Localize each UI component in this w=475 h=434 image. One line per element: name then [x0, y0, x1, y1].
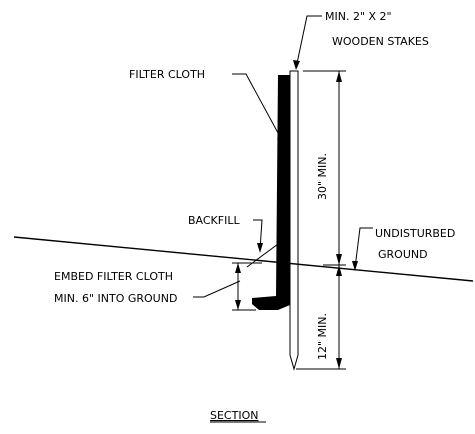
embed-label-line2: MIN. 6" INTO GROUND	[54, 292, 177, 305]
embed-leader	[193, 280, 241, 298]
filter-cloth-leader-arrow	[277, 135, 285, 146]
embed-label-line1: EMBED FILTER CLOTH	[54, 270, 173, 283]
dim-30-arrow-bottom	[336, 254, 342, 265]
filter-cloth-label: FILTER CLOTH	[129, 68, 205, 81]
backfill-leader-arrow	[257, 243, 263, 253]
dim-12-arrow-top	[336, 265, 342, 276]
stake-leader-arrow	[293, 60, 300, 70]
filter-cloth-leader	[232, 73, 285, 145]
stake-leader	[295, 15, 322, 69]
dim-6-arrow-top	[235, 263, 241, 273]
undisturbed-label-line2: GROUND	[378, 248, 428, 261]
backfill-line	[246, 243, 279, 268]
dim-12-arrow-bottom	[336, 358, 342, 369]
backfill-label: BACKFILL	[188, 214, 240, 227]
undisturbed-label-line1: UNDISTURBED	[375, 227, 455, 240]
stake-label-line2: WOODEN STAKES	[332, 35, 429, 48]
ground-line	[13, 236, 474, 282]
wooden-stake	[289, 70, 299, 371]
undisturbed-leader	[354, 227, 373, 269]
backfill-leader	[253, 219, 263, 251]
stake-label-line1: MIN. 2" X 2"	[325, 10, 392, 23]
undisturbed-leader-arrow	[352, 261, 358, 271]
thirty-min-label: 30" MIN.	[316, 153, 329, 200]
dim-6-arrow-bottom	[235, 300, 241, 310]
filter-cloth	[252, 75, 290, 310]
twelve-min-label: 12" MIN.	[316, 313, 329, 360]
section-title: SECTION	[210, 409, 258, 422]
dim-30-arrow-top	[336, 71, 342, 82]
